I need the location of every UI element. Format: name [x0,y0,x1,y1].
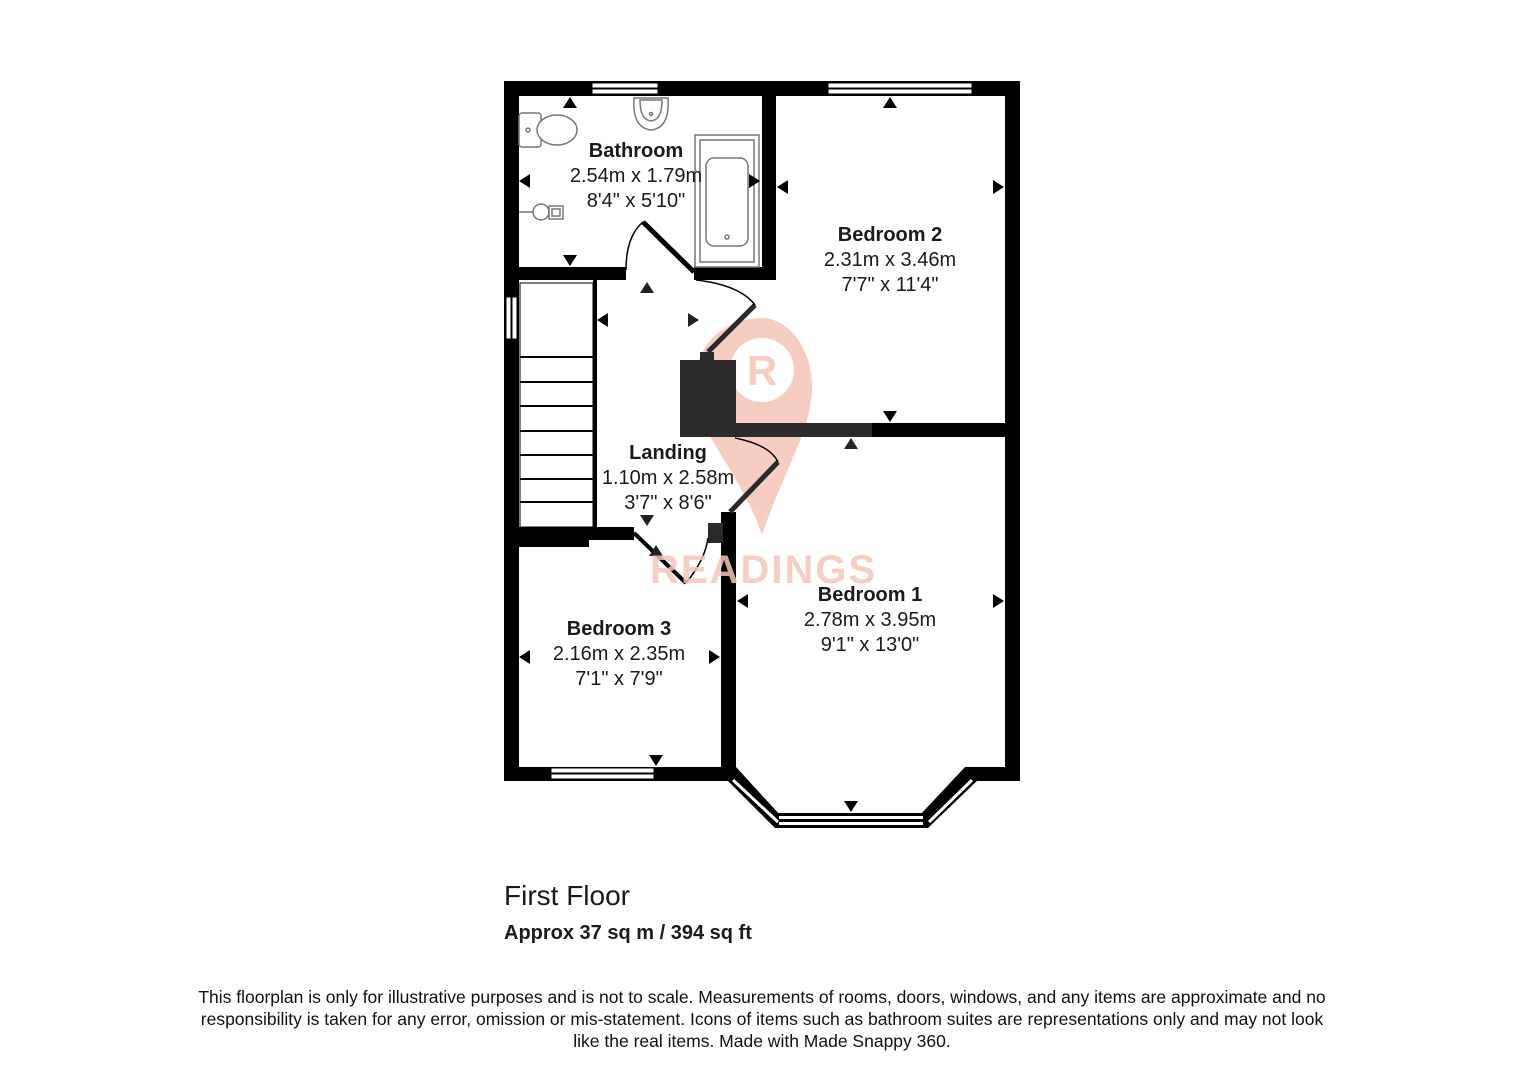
room-name: Landing [629,442,707,464]
room-label-bathroom: Bathroom 2.54m x 1.79m 8'4" x 5'10" [570,139,702,214]
room-label-bedroom-1: Bedroom 1 2.78m x 3.95m 9'1" x 13'0" [804,583,936,658]
bay-window [721,767,980,828]
windows [505,82,973,780]
room-name: Bedroom 1 [817,584,923,606]
measurement-arrows [519,97,1004,812]
toilet-icon [518,112,578,148]
room-imperial: 3'7" x 8'6" [624,492,712,514]
room-metric: 2.31m x 3.46m [823,249,957,271]
room-name: Bedroom 3 [566,618,672,640]
room-metric: 2.78m x 3.95m [803,609,937,631]
bath-icon [694,134,760,268]
sink-icon [633,97,669,131]
room-label-bedroom-3: Bedroom 3 2.16m x 2.35m 7'1" x 7'9" [553,617,685,692]
room-metric: 1.10m x 2.58m [601,467,735,489]
bidet-icon [519,203,564,221]
room-label-bedroom-2: Bedroom 2 2.31m x 3.46m 7'7" x 11'4" [824,223,956,298]
doors [625,220,780,585]
watermark-brand-text: READINGS [650,548,878,592]
room-imperial: 7'7" x 11'4" [841,274,939,296]
room-name: Bathroom [588,140,684,162]
room-imperial: 9'1" x 13'0" [820,634,920,656]
svg-text:R: R [747,347,777,394]
floor-title: First Floor [504,880,630,911]
staircase [519,282,594,528]
bathroom-fixtures [518,97,760,268]
room-imperial: 7'1" x 7'9" [575,668,663,690]
room-metric: 2.16m x 2.35m [552,643,686,665]
room-metric: 2.54m x 1.79m [569,165,703,187]
room-name: Bedroom 2 [837,224,943,246]
room-imperial: 8'4" x 5'10" [586,190,686,212]
disclaimer-text: This floorplan is only for illustrative … [198,987,1326,1051]
room-label-landing: Landing 1.10m x 2.58m 3'7" x 8'6" [602,441,734,516]
floor-area: Approx 37 sq m / 394 sq ft [504,922,752,944]
